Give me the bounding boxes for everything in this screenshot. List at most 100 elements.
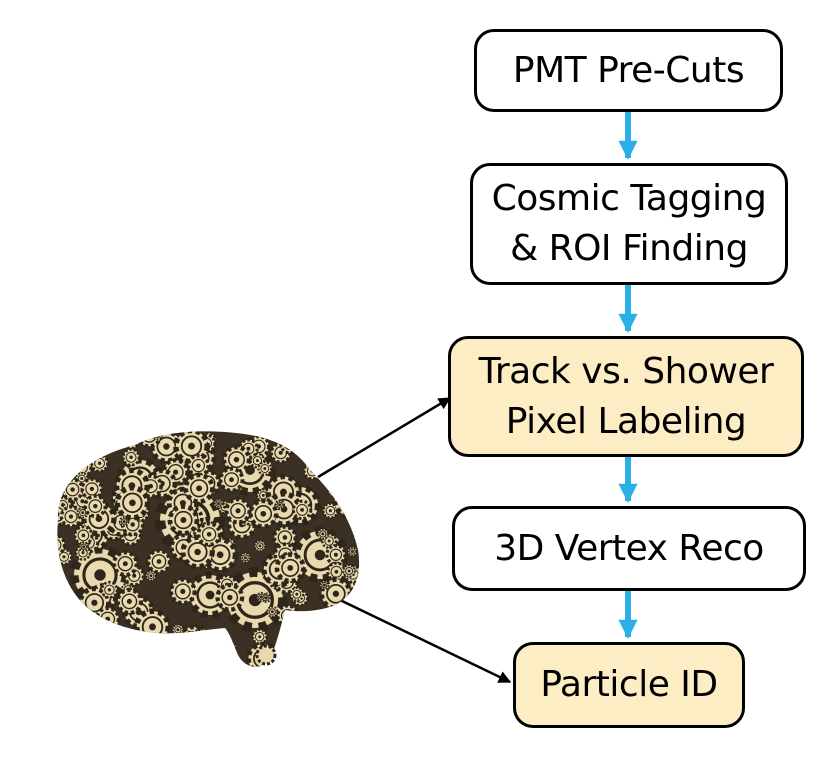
gear-icon bbox=[57, 548, 73, 566]
gear-icon bbox=[248, 498, 279, 529]
gear-icon bbox=[319, 580, 330, 591]
gear-icon bbox=[173, 431, 210, 465]
gear-icon bbox=[71, 642, 88, 659]
gear-icon bbox=[215, 582, 245, 612]
gear-icon bbox=[340, 431, 359, 438]
gear-icon bbox=[274, 552, 306, 584]
gear-icon bbox=[146, 646, 179, 667]
gear-icon bbox=[360, 427, 369, 436]
gear-icon bbox=[289, 586, 305, 602]
gear-icon bbox=[57, 533, 67, 557]
gear-icon bbox=[342, 564, 356, 578]
step-particle-id: Particle ID bbox=[513, 642, 745, 728]
gear-icon bbox=[68, 431, 93, 446]
gear-icon bbox=[337, 610, 359, 632]
gear-icon bbox=[81, 431, 112, 447]
gear-icon bbox=[279, 433, 301, 455]
gear-icon bbox=[57, 635, 89, 667]
gear-icon bbox=[213, 498, 224, 509]
gear-icon bbox=[291, 499, 313, 521]
gear-icon bbox=[347, 546, 358, 557]
gear-icon bbox=[131, 431, 155, 440]
step-cosmic-tagging: Cosmic Tagging & ROI Finding bbox=[470, 163, 788, 285]
gear-icon bbox=[57, 606, 71, 628]
gear-icon bbox=[224, 497, 252, 525]
gear-icon bbox=[73, 437, 88, 452]
gear-icon bbox=[340, 495, 360, 517]
gear-icon bbox=[286, 635, 312, 660]
gear-icon bbox=[57, 649, 70, 667]
gear-icon bbox=[90, 431, 124, 446]
pointer-arrow-track bbox=[317, 396, 452, 479]
gear-icon bbox=[179, 642, 215, 667]
gear-icon bbox=[257, 460, 273, 477]
gear-icon bbox=[196, 521, 222, 547]
gear-icon bbox=[221, 444, 252, 475]
step-pmt-pre-cuts: PMT Pre-Cuts bbox=[474, 29, 783, 112]
gear-icon bbox=[191, 629, 204, 643]
gear-icon bbox=[186, 454, 210, 478]
gear-icon bbox=[327, 486, 339, 497]
step-3d-vertex-reco: 3D Vertex Reco bbox=[452, 506, 806, 591]
gear-icon bbox=[57, 598, 69, 621]
gear-icon bbox=[239, 552, 251, 564]
gear-icon bbox=[316, 527, 329, 540]
gear-icon bbox=[167, 504, 200, 536]
gear-icon bbox=[251, 628, 268, 645]
gear-icon bbox=[112, 550, 139, 577]
brain-small-gear bbox=[255, 644, 277, 666]
gear-icon bbox=[73, 525, 94, 546]
gear-icon bbox=[91, 635, 118, 663]
gear-icon bbox=[226, 642, 237, 653]
gear-icon bbox=[348, 616, 360, 647]
gear-icon bbox=[100, 580, 119, 599]
gear-icon bbox=[78, 541, 90, 553]
step-track-shower-labeling: Track vs. Shower Pixel Labeling bbox=[448, 336, 804, 457]
gear-icon bbox=[274, 499, 286, 511]
gear-icon bbox=[171, 623, 184, 636]
gear-icon bbox=[145, 569, 157, 582]
gear-icon bbox=[171, 629, 197, 656]
gear-icon bbox=[80, 477, 104, 501]
gear-icon bbox=[136, 431, 163, 449]
gear-icon bbox=[114, 485, 151, 521]
gear-icon bbox=[57, 462, 70, 481]
gear-icon bbox=[332, 483, 360, 519]
gear-icon bbox=[352, 527, 360, 543]
gear-icon bbox=[121, 448, 141, 467]
gear-icon bbox=[277, 638, 300, 661]
gear-icon bbox=[275, 604, 300, 628]
pointer-arrows bbox=[317, 396, 512, 684]
gear-icon bbox=[195, 631, 224, 660]
gear-icon bbox=[338, 633, 360, 667]
gear-icon bbox=[133, 608, 172, 646]
gear-icon bbox=[57, 570, 63, 583]
gear-icon bbox=[94, 606, 121, 632]
gear-icon bbox=[66, 625, 93, 652]
gear-icon bbox=[83, 494, 108, 518]
gear-icon bbox=[90, 454, 109, 473]
gear-icon bbox=[120, 431, 141, 450]
gear-icon bbox=[305, 623, 320, 638]
gear-icon bbox=[253, 539, 266, 553]
pointer-arrow-particle bbox=[339, 598, 512, 684]
gear-icon bbox=[151, 431, 164, 441]
gear-icon bbox=[78, 629, 107, 658]
gear-icon bbox=[183, 472, 215, 505]
gear-icon bbox=[266, 605, 279, 618]
gear-icon bbox=[115, 587, 144, 616]
brain-of-gears-icon bbox=[57, 427, 369, 667]
gear-icon bbox=[168, 577, 197, 606]
gear-icon bbox=[272, 525, 298, 550]
gear-icon bbox=[60, 477, 85, 502]
gear-icon bbox=[347, 634, 360, 651]
gear-icon bbox=[323, 442, 345, 464]
gear-icon bbox=[256, 591, 267, 603]
gear-icon bbox=[336, 601, 360, 638]
gear-icon bbox=[218, 466, 245, 493]
gear-icon bbox=[319, 645, 341, 666]
gear-icon bbox=[355, 579, 360, 593]
gear-icon bbox=[325, 544, 347, 566]
gear-icon bbox=[146, 548, 172, 575]
